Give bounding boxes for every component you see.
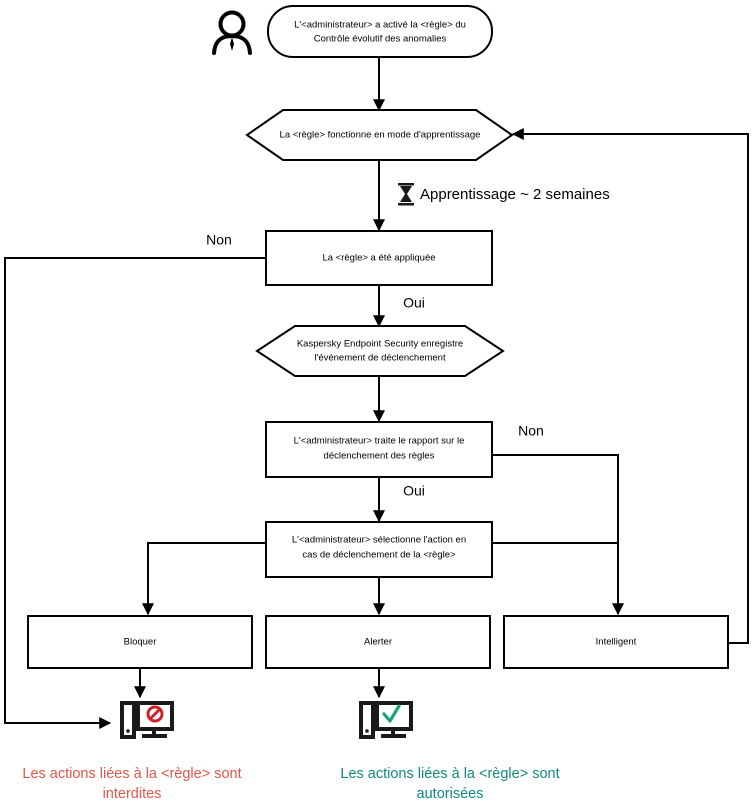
- node-admin-select-line2: cas de déclenchement de la <règle>: [302, 550, 456, 561]
- connectors: [4, 57, 749, 729]
- node-learning-mode[interactable]: La <règle> fonctionne en mode d'apprenti…: [245, 109, 514, 161]
- caption-allowed-line2: autorisées: [417, 786, 484, 802]
- node-start-line2: Contrôle évolutif des anomalies: [314, 34, 447, 45]
- node-action-alert[interactable]: Alerter: [265, 615, 491, 669]
- edge-report-no-to-smart: [492, 454, 624, 616]
- monitor-blocked-icon: [120, 701, 174, 739]
- node-start[interactable]: L'<administrateur> a activé la <règle> d…: [267, 5, 493, 58]
- node-admin-select-line1: L'<administrateur> sélectionne l'action …: [292, 535, 466, 546]
- caption-allowed-line1: Les actions liées à la <règle> sont: [340, 766, 559, 782]
- node-start-line1: L'<administrateur> a activé la <règle> d…: [294, 20, 466, 31]
- edge-label-applied-yes: Oui: [403, 295, 425, 311]
- monitor-allowed-icon: [359, 701, 413, 739]
- edge-select-to-block: [142, 542, 266, 616]
- edge-label-report-yes: Oui: [403, 483, 425, 499]
- caption-forbidden: Les actions liées à la <règle> sont inte…: [22, 766, 241, 802]
- caption-forbidden-line2: interdites: [103, 786, 162, 802]
- node-rule-applied-line1: La <règle> a été appliquée: [322, 253, 435, 264]
- edge-applied-no-to-forbidden: [4, 257, 266, 729]
- caption-forbidden-line1: Les actions liées à la <règle> sont: [22, 766, 241, 782]
- annotation-learning-note-text: Apprentissage ~ 2 semaines: [420, 186, 610, 203]
- node-action-block[interactable]: Bloquer: [27, 615, 253, 669]
- person-icon: [212, 10, 252, 55]
- node-rule-applied[interactable]: La <règle> a été appliquée: [265, 230, 493, 286]
- node-action-alert-label: Alerter: [364, 637, 392, 648]
- node-action-block-label: Bloquer: [124, 637, 157, 648]
- node-admin-select[interactable]: L'<administrateur> sélectionne l'action …: [265, 521, 493, 578]
- node-action-smart-label: Intelligent: [596, 637, 637, 648]
- caption-allowed: Les actions liées à la <règle> sont auto…: [340, 766, 559, 802]
- edge-label-report-no: Non: [518, 423, 544, 439]
- annotation-learning-note: Apprentissage ~ 2 semaines: [398, 183, 610, 206]
- node-learning-mode-line1: La <règle> fonctionne en mode d'apprenti…: [280, 130, 481, 141]
- node-admin-report-line1: L'<administrateur> traite le rapport sur…: [294, 436, 465, 447]
- node-kes-registers[interactable]: Kaspersky Endpoint Security enregistre l…: [255, 325, 505, 377]
- edge-smart-loop-to-learning: [511, 128, 749, 644]
- node-kes-registers-line2: l'événement de déclenchement: [314, 353, 446, 364]
- node-admin-report[interactable]: L'<administrateur> traite le rapport sur…: [265, 421, 493, 478]
- node-action-smart[interactable]: Intelligent: [503, 615, 729, 669]
- node-admin-report-line2: déclenchement des règles: [324, 451, 435, 462]
- edge-label-applied-no: Non: [206, 232, 232, 248]
- node-kes-registers-line1: Kaspersky Endpoint Security enregistre: [297, 339, 463, 350]
- hourglass-icon: [398, 183, 414, 206]
